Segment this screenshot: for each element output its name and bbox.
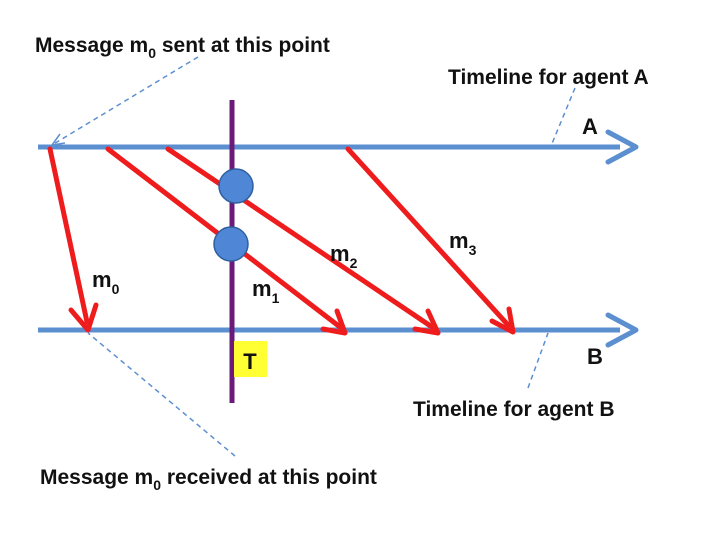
cut-marker-box: [234, 341, 267, 377]
cut-marker-label: T: [243, 349, 257, 374]
arrow-right-icon: [605, 129, 639, 165]
arrow-head-icon: [68, 302, 99, 333]
circle-icon: [218, 168, 254, 204]
agent-a-label: A: [582, 114, 598, 139]
callouts: [50, 56, 576, 457]
callout-timeline-a: [550, 87, 576, 147]
message-m3-arrow: [345, 146, 516, 335]
circle-icon: [213, 226, 249, 262]
arrow-head-icon: [412, 308, 441, 336]
arrow-head-icon: [489, 306, 516, 335]
event-dots: [213, 168, 254, 262]
arrow-head-icon: [50, 133, 66, 147]
timeline-a-caption: Timeline for agent A: [448, 66, 649, 89]
message-label-m3: m3: [449, 228, 477, 258]
agent-b-label: B: [587, 344, 603, 369]
message-label-m0: m0: [92, 267, 120, 297]
arrow-head-icon: [320, 308, 348, 336]
sent-caption: Message m0 sent at this point: [35, 34, 330, 61]
timeline-a: [38, 129, 639, 165]
arrow-right-icon: [605, 312, 639, 348]
message-label-m1: m1: [252, 276, 280, 306]
message-m2-arrow: [165, 146, 441, 336]
message-label-m2: m2: [330, 241, 358, 271]
callout-timeline-b: [527, 332, 549, 389]
messages: [47, 146, 516, 336]
message-m0-arrow: [47, 146, 99, 333]
timeline-b-caption: Timeline for agent B: [413, 398, 614, 421]
received-caption: Message m0 received at this point: [40, 466, 377, 493]
callout-sent: [51, 56, 199, 146]
callout-received: [87, 332, 236, 457]
